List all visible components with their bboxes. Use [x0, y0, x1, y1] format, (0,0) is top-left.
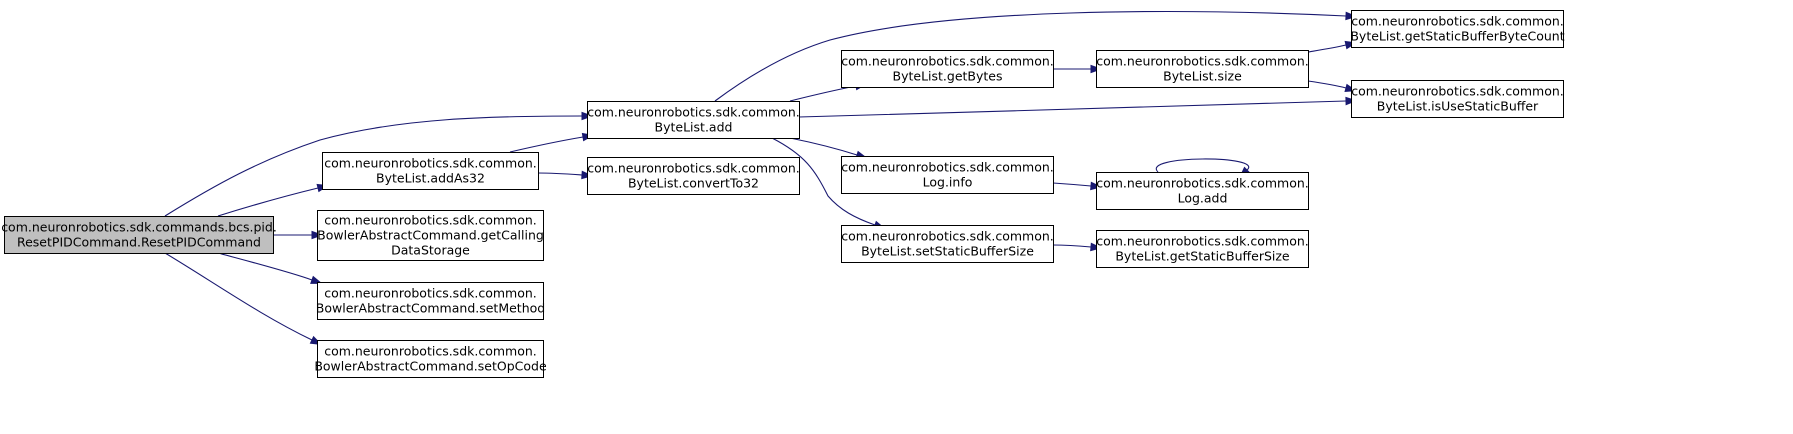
node-box — [841, 50, 1054, 88]
edge-line — [789, 137, 858, 156]
node-label-line: com.neuronrobotics.sdk.commands.bcs.pid. — [1, 220, 277, 235]
node-box — [841, 225, 1054, 263]
node-label-line: ResetPIDCommand.ResetPIDCommand — [17, 235, 261, 250]
edge-line — [789, 85, 857, 102]
edge-size-to-getStaticCount — [1307, 40, 1358, 53]
node-label-line: com.neuronrobotics.sdk.common. — [1351, 84, 1564, 99]
node-addAs32[interactable]: com.neuronrobotics.sdk.common.ByteList.a… — [322, 152, 539, 190]
node-loginfo[interactable]: com.neuronrobotics.sdk.common.Log.info — [841, 156, 1054, 194]
node-label-line: com.neuronrobotics.sdk.common. — [1351, 14, 1564, 29]
edge-setStatic-to-getStaticSize — [1052, 242, 1103, 252]
edge-line — [771, 137, 876, 226]
node-label-line: ByteList.size — [1163, 69, 1242, 84]
edge-line — [537, 172, 583, 176]
nodes-layer: com.neuronrobotics.sdk.commands.bcs.pid.… — [1, 10, 1565, 378]
node-label-line: ByteList.addAs32 — [376, 171, 485, 186]
node-label-line: BowlerAbstractCommand.setMethod — [316, 301, 545, 316]
node-label-line: ByteList.getBytes — [893, 69, 1003, 84]
edge-line — [1052, 244, 1092, 248]
node-box — [587, 101, 800, 139]
edge-line — [1307, 80, 1347, 89]
edge-line — [509, 136, 584, 153]
node-label-line: com.neuronrobotics.sdk.common. — [324, 156, 537, 171]
node-label-line: com.neuronrobotics.sdk.common. — [324, 286, 537, 301]
edge-line — [217, 252, 313, 281]
node-label-line: com.neuronrobotics.sdk.common. — [841, 54, 1054, 69]
node-box — [317, 340, 544, 378]
edge-addAs32-to-convertTo32 — [537, 170, 594, 180]
node-label-line: ByteList.setStaticBufferSize — [861, 244, 1034, 259]
node-label-line: com.neuronrobotics.sdk.common. — [324, 344, 537, 359]
node-box — [1096, 230, 1309, 268]
node-getStaticCount[interactable]: com.neuronrobotics.sdk.common.ByteList.g… — [1350, 10, 1565, 48]
node-label-line: com.neuronrobotics.sdk.common. — [1096, 54, 1309, 69]
edge-addAs32-to-add — [509, 132, 595, 153]
node-label-line: BowlerAbstractCommand.getCalling — [317, 228, 544, 243]
edges-layer — [164, 11, 1358, 345]
node-box — [1351, 10, 1564, 48]
edge-add-to-isUseStatic — [798, 96, 1358, 118]
edge-line — [217, 187, 319, 217]
edge-getBytes-to-size — [1053, 64, 1103, 74]
node-convertTo32[interactable]: com.neuronrobotics.sdk.common.ByteList.c… — [587, 157, 800, 195]
node-label-line: Log.add — [1178, 191, 1228, 206]
node-label-line: com.neuronrobotics.sdk.common. — [1096, 176, 1309, 191]
edge-root-to-getCalling — [273, 230, 324, 240]
node-setStatic[interactable]: com.neuronrobotics.sdk.common.ByteList.s… — [841, 225, 1054, 263]
node-add[interactable]: com.neuronrobotics.sdk.common.ByteList.a… — [587, 101, 800, 139]
edge-line — [164, 252, 313, 341]
edge-add-to-loginfo — [789, 137, 868, 159]
edge-line — [798, 100, 1347, 118]
node-getStaticSize[interactable]: com.neuronrobotics.sdk.common.ByteList.g… — [1096, 230, 1309, 268]
edge-arrowhead — [310, 275, 323, 284]
node-box — [317, 210, 544, 261]
edge-loginfo-to-logadd — [1052, 181, 1103, 191]
node-box — [317, 282, 544, 320]
node-box — [322, 152, 539, 190]
edge-root-to-addAs32 — [217, 183, 330, 217]
node-box — [1096, 172, 1309, 210]
node-label-line: ByteList.isUseStaticBuffer — [1377, 99, 1539, 114]
node-root: com.neuronrobotics.sdk.commands.bcs.pid.… — [1, 216, 277, 254]
node-size[interactable]: com.neuronrobotics.sdk.common.ByteList.s… — [1096, 50, 1309, 88]
node-box — [1096, 50, 1309, 88]
node-box — [841, 156, 1054, 194]
node-box — [4, 216, 274, 254]
node-label-line: ByteList.add — [655, 120, 733, 135]
node-box — [1351, 80, 1564, 118]
node-label-line: com.neuronrobotics.sdk.common. — [587, 105, 800, 120]
edge-line — [1307, 44, 1347, 53]
node-setMethod[interactable]: com.neuronrobotics.sdk.common.BowlerAbst… — [316, 282, 545, 320]
node-label-line: com.neuronrobotics.sdk.common. — [587, 161, 800, 176]
node-label-line: Log.info — [923, 175, 973, 190]
node-box — [587, 157, 800, 195]
node-label-line: ByteList.getStaticBufferSize — [1115, 249, 1290, 264]
node-logadd[interactable]: com.neuronrobotics.sdk.common.Log.add — [1096, 172, 1309, 210]
node-label-line: com.neuronrobotics.sdk.common. — [841, 229, 1054, 244]
node-setOpCode[interactable]: com.neuronrobotics.sdk.common.BowlerAbst… — [314, 340, 547, 378]
node-label-line: com.neuronrobotics.sdk.common. — [1096, 234, 1309, 249]
node-getBytes[interactable]: com.neuronrobotics.sdk.common.ByteList.g… — [841, 50, 1054, 88]
edge-line — [1155, 158, 1250, 173]
node-getCalling[interactable]: com.neuronrobotics.sdk.common.BowlerAbst… — [317, 210, 544, 261]
edge-line — [1052, 182, 1092, 187]
edge-line — [164, 115, 583, 217]
node-label-line: ByteList.getStaticBufferByteCount — [1350, 29, 1564, 44]
edge-line — [714, 11, 1347, 102]
node-label-line: BowlerAbstractCommand.setOpCode — [314, 359, 547, 374]
node-label-line: com.neuronrobotics.sdk.common. — [324, 213, 537, 228]
node-label-line: DataStorage — [391, 243, 470, 258]
edge-root-to-setMethod — [217, 252, 323, 284]
node-label-line: com.neuronrobotics.sdk.common. — [841, 160, 1054, 175]
edge-root-to-setOpCode — [164, 252, 323, 345]
edge-size-to-isUseStatic — [1307, 80, 1358, 93]
node-label-line: ByteList.convertTo32 — [628, 176, 759, 191]
node-isUseStatic[interactable]: com.neuronrobotics.sdk.common.ByteList.i… — [1351, 80, 1564, 118]
